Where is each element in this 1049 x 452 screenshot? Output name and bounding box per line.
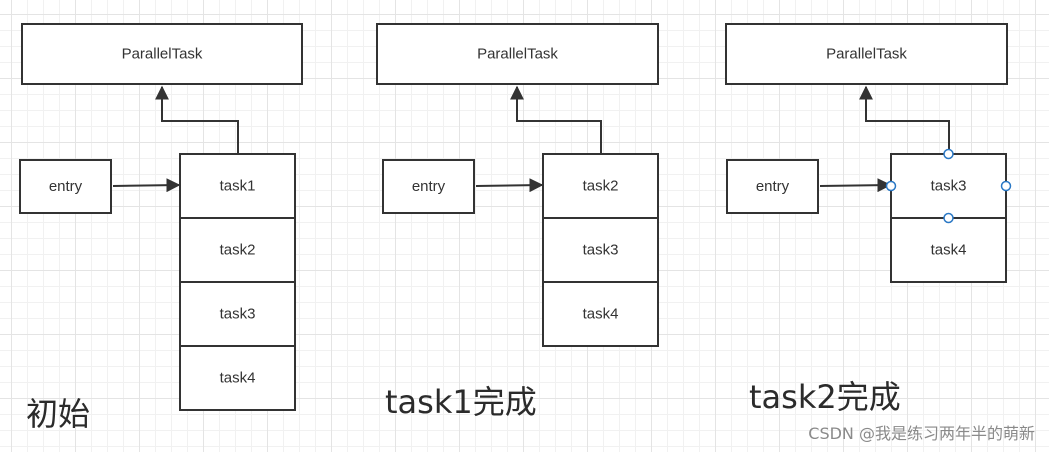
selection-handle[interactable]	[1000, 180, 1012, 192]
parallel-task-box[interactable]	[725, 23, 1008, 85]
selection-handle[interactable]	[885, 180, 897, 192]
connector-to-parallel-task	[859, 85, 950, 154]
task-label: task4	[931, 242, 967, 259]
task-label: task4	[220, 370, 256, 387]
task-label: task1	[220, 178, 256, 195]
panel-1-caption: 初始	[26, 395, 91, 433]
selection-handle[interactable]	[943, 148, 954, 160]
csdn-watermark: CSDN @我是练习两年半的萌新	[808, 424, 1035, 443]
parallel-task-box[interactable]	[21, 23, 303, 85]
panel-3-caption: task2完成	[749, 378, 901, 416]
parallel-task-label: ParallelTask	[477, 46, 558, 63]
task-label: task2	[220, 242, 256, 259]
entry-arrow	[112, 178, 181, 193]
connector-to-parallel-task	[510, 85, 602, 154]
entry-label: entry	[49, 178, 83, 195]
entry-arrow	[475, 178, 544, 193]
task-box-task4[interactable]	[542, 281, 659, 347]
panel-2: ParallelTask entry task2 task3 task4	[376, 23, 659, 347]
connector-to-parallel-task	[155, 85, 239, 154]
entry-box[interactable]	[19, 159, 112, 214]
task-label: task2	[583, 178, 619, 195]
task-label: task4	[583, 306, 619, 323]
entry-label: entry	[412, 178, 446, 195]
parallel-task-box[interactable]	[376, 23, 659, 85]
panel-2-caption: task1完成	[385, 383, 537, 421]
panel-3: ParallelTask entry task3 task4	[725, 23, 1012, 283]
task-box-task2[interactable]	[179, 217, 296, 283]
entry-box[interactable]	[726, 159, 819, 214]
task-box-task3[interactable]	[542, 217, 659, 283]
parallel-task-label: ParallelTask	[122, 46, 203, 63]
task-box-task4[interactable]	[890, 217, 1007, 283]
parallel-task-label: ParallelTask	[826, 46, 907, 63]
entry-arrow	[819, 178, 892, 193]
entry-box[interactable]	[382, 159, 475, 214]
task-box-task4[interactable]	[179, 345, 296, 411]
panel-1: ParallelTask entry task1 task2 task3 task4	[19, 23, 303, 411]
selection-handle[interactable]	[943, 212, 954, 224]
task-label: task3	[220, 306, 256, 323]
task-label: task3	[583, 242, 619, 259]
entry-label: entry	[756, 178, 790, 195]
task-label: task3	[931, 178, 967, 195]
